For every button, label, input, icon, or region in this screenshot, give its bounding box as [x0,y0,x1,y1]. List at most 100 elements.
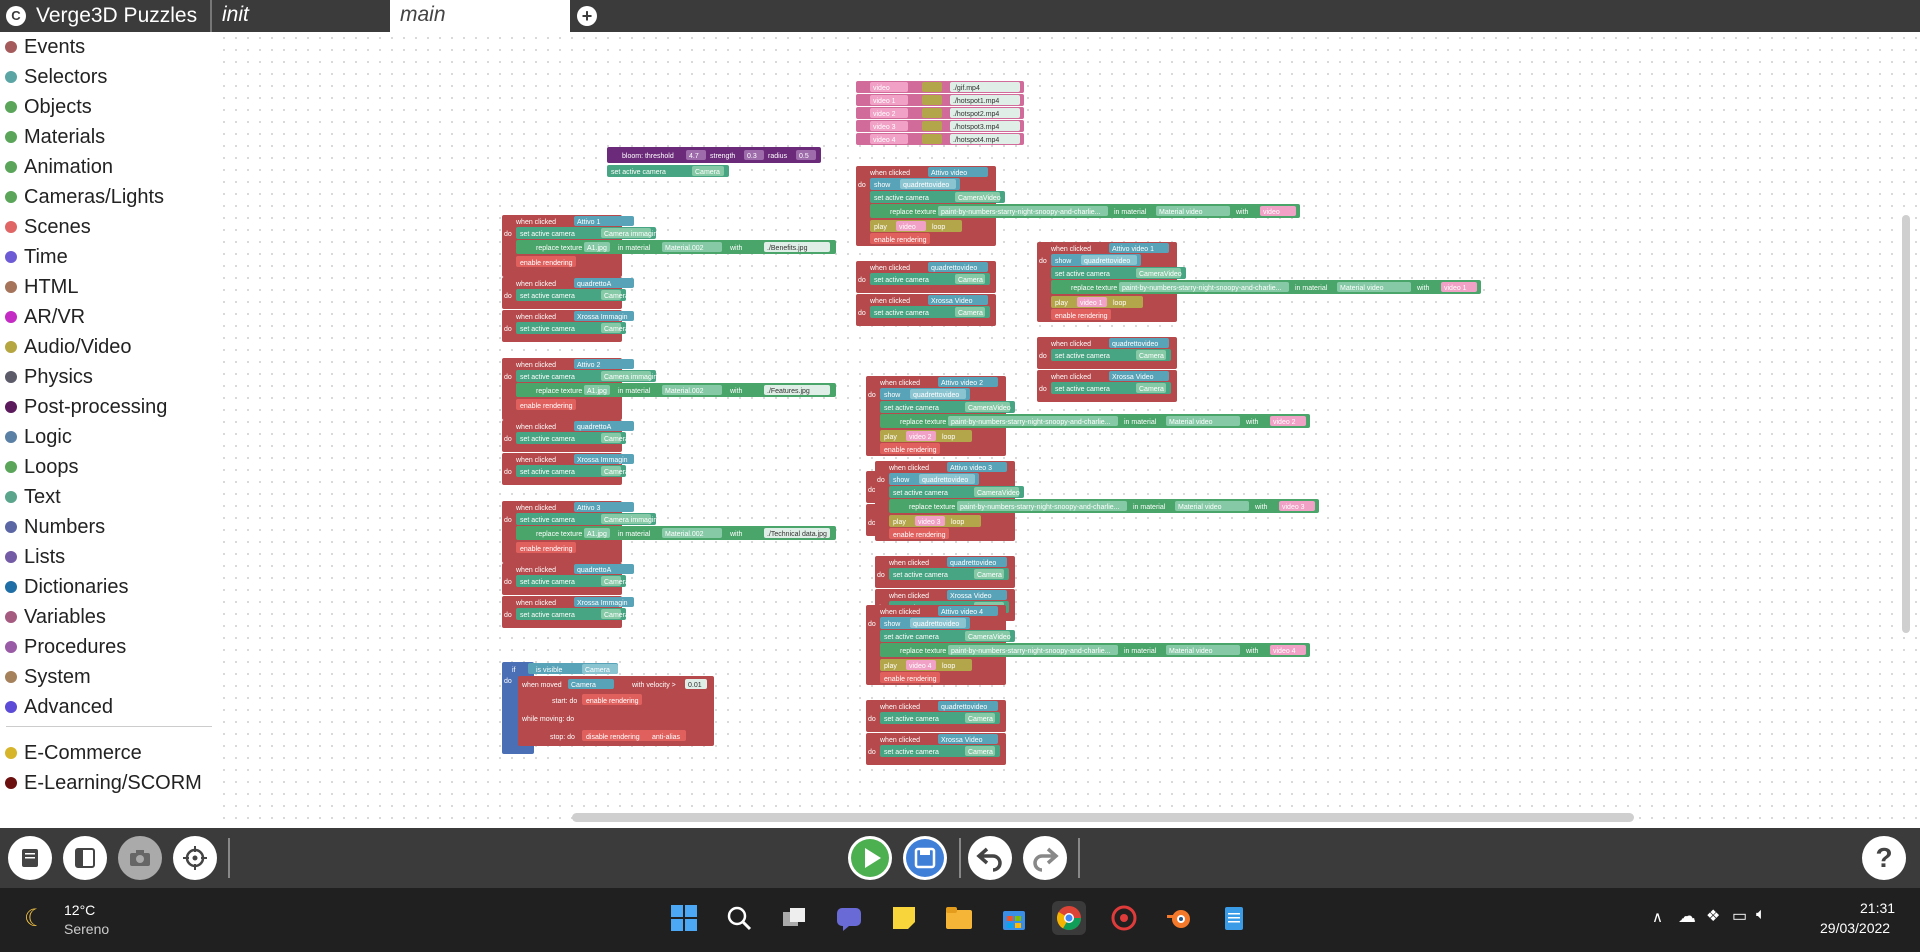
block-field[interactable] [928,167,988,177]
set-active-camera-block[interactable] [516,289,626,301]
network-icon[interactable]: ▭ [1732,908,1748,925]
block-field[interactable] [965,746,995,756]
add-tab-button[interactable]: + [577,6,597,26]
block-field[interactable] [574,216,634,226]
block-field[interactable] [601,433,621,443]
category-e-commerce[interactable]: E-Commerce [0,738,142,768]
block-field[interactable] [896,221,926,231]
dropbox-icon[interactable]: ❖ [1706,908,1721,925]
set-active-camera-block[interactable] [516,575,626,587]
block-field[interactable] [1166,645,1240,655]
block-field[interactable] [948,416,1118,426]
block-field[interactable] [1175,501,1249,511]
category-selectors[interactable]: Selectors [0,62,107,92]
block-field[interactable] [955,307,985,317]
redo-button[interactable] [1023,836,1067,880]
block-field[interactable] [1441,282,1477,292]
disable-rendering-block[interactable] [582,730,686,741]
block-field[interactable] [1109,338,1169,348]
block-field[interactable] [957,501,1127,511]
volume-icon[interactable]: 🔈︎ [1756,906,1766,923]
enable-rendering-block[interactable] [516,542,576,553]
block-field[interactable] [965,631,1010,641]
block-field[interactable] [574,564,634,574]
block-field[interactable] [574,421,634,431]
block-field[interactable] [950,82,1020,92]
block-field[interactable] [744,150,764,160]
block-field[interactable] [582,664,618,674]
screenshot-button[interactable] [118,836,162,880]
bloom-block[interactable] [607,147,821,163]
chrome-button[interactable] [1052,901,1086,935]
block-field[interactable] [1136,350,1166,360]
block-field[interactable] [568,679,614,689]
block-field[interactable] [601,576,621,586]
when-moved-block[interactable] [518,676,714,746]
enable-rendering-block[interactable] [1051,309,1111,320]
block-field[interactable] [1260,206,1296,216]
block-field[interactable] [1077,297,1107,307]
block-field[interactable] [1337,282,1411,292]
block-field[interactable] [574,311,634,321]
block-field[interactable] [948,645,1118,655]
block-field[interactable] [915,516,945,526]
category-system[interactable]: System [0,662,91,692]
video-block[interactable] [922,134,942,144]
enable-rendering-block[interactable] [870,233,930,244]
block-field[interactable] [796,150,816,160]
save-button[interactable] [903,836,947,880]
block-field[interactable] [1119,282,1289,292]
category-scenes[interactable]: Scenes [0,212,91,242]
notepad-button[interactable] [1217,901,1251,935]
block-field[interactable] [1270,645,1306,655]
block-field[interactable] [1279,501,1315,511]
block-field[interactable] [574,597,634,607]
block-field[interactable] [974,487,1019,497]
category-audio-video[interactable]: Audio/Video [0,332,132,362]
set-active-camera-block[interactable] [516,322,626,334]
block-field[interactable] [938,734,998,744]
block-field[interactable] [947,590,1007,600]
block-field[interactable] [938,206,1108,216]
block-field[interactable] [906,431,936,441]
tab-main[interactable]: main [390,0,570,32]
enable-rendering-block[interactable] [516,256,576,267]
block-field[interactable] [601,290,621,300]
category-physics[interactable]: Physics [0,362,93,392]
block-field[interactable] [662,385,722,395]
block-field[interactable] [955,192,1000,202]
block-field[interactable] [906,660,936,670]
block-field[interactable] [764,385,830,395]
video-block[interactable] [922,121,942,131]
search-button[interactable] [722,901,756,935]
block-field[interactable] [1270,416,1306,426]
category-events[interactable]: Events [0,32,85,62]
video-block[interactable] [922,95,942,105]
category-materials[interactable]: Materials [0,122,105,152]
sidebar-button[interactable] [63,836,107,880]
block-field[interactable] [601,371,651,381]
block-field[interactable] [900,179,956,189]
block-field[interactable] [938,606,998,616]
task-view-button[interactable] [777,901,811,935]
horizontal-scrollbar[interactable] [572,813,1634,822]
block-field[interactable] [574,454,634,464]
file-explorer-button[interactable] [942,901,976,935]
block-field[interactable] [662,242,722,252]
category-ar-vr[interactable]: AR/VR [0,302,85,332]
category-e-learning-scorm[interactable]: E-Learning/SCORM [0,768,202,798]
app-red-button[interactable] [1107,901,1141,935]
category-numbers[interactable]: Numbers [0,512,105,542]
store-button[interactable] [997,901,1031,935]
block-field[interactable] [1136,383,1166,393]
category-advanced[interactable]: Advanced [0,692,113,722]
block-field[interactable] [692,166,724,176]
enable-rendering-block[interactable] [880,672,940,683]
block-field[interactable] [601,228,651,238]
block-field[interactable] [584,242,610,252]
block-field[interactable] [950,95,1020,105]
block-field[interactable] [938,377,998,387]
category-cameras-lights[interactable]: Cameras/Lights [0,182,164,212]
